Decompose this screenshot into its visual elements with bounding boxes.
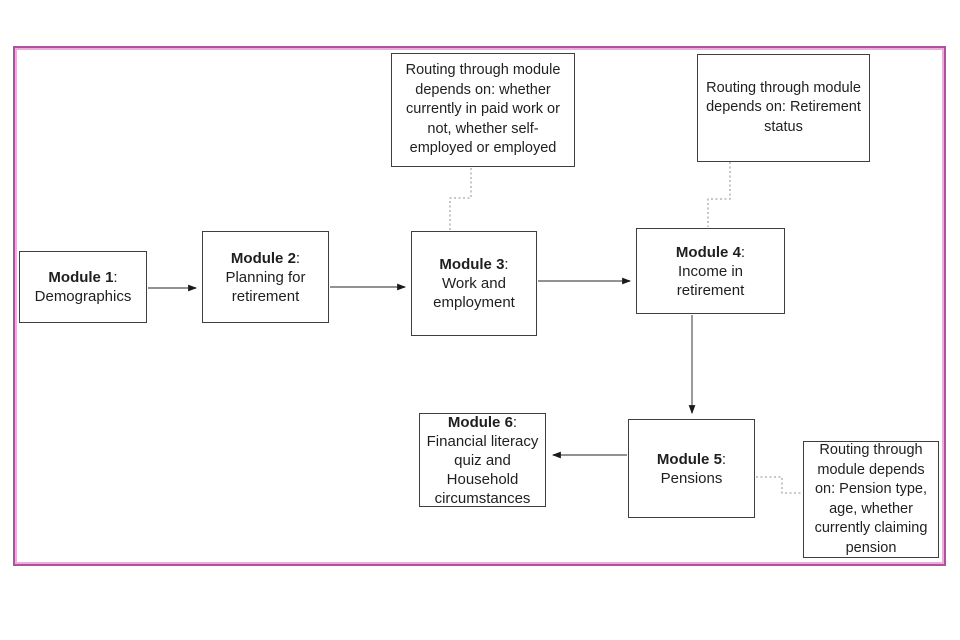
module-6-box: Module 6: Financial literacy quiz and Ho… xyxy=(419,413,546,507)
module-3-title: Module 3: xyxy=(439,255,508,274)
module-5-box: Module 5: Pensions xyxy=(628,419,755,518)
module-1-subtitle: Demographics xyxy=(34,288,132,305)
module-4-name: Module 4 xyxy=(675,243,741,261)
module-6-subtitle: Household xyxy=(446,470,519,488)
module-6-subtitle: Financial literacy xyxy=(426,432,539,450)
module-3-subtitle: Work and xyxy=(442,275,506,292)
routing-note-module-5-text: Routing through module depends on: Pensi… xyxy=(814,442,928,556)
routing-note-module-4: Routing through module depends on: Retir… xyxy=(697,54,870,162)
module-1-box: Module 1: Demographics xyxy=(19,251,147,323)
module-4-title: Module 4: xyxy=(676,243,745,262)
module-2-box: Module 2: Planning for retirement xyxy=(202,231,329,323)
module-5-name: Module 5 xyxy=(656,450,722,468)
routing-note-module-3-text: Routing through module depends on: wheth… xyxy=(405,62,561,157)
module-3-name: Module 3 xyxy=(439,256,505,273)
routing-note-module-4-text: Routing through module depends on: Retir… xyxy=(706,79,861,135)
routing-note-module-5: Routing through module depends on: Pensi… xyxy=(803,441,939,558)
module-5-colon: : xyxy=(721,450,727,468)
module-5-subtitle: Pensions xyxy=(660,469,723,487)
module-2-subtitle: Planning for xyxy=(225,268,306,286)
routing-note-module-3: Routing through module depends on: wheth… xyxy=(391,53,575,167)
module-3-box: Module 3: Work and employment xyxy=(411,231,537,336)
module-6-title: Module 6: xyxy=(448,413,517,432)
module-6-name: Module 6 xyxy=(447,413,513,431)
module-6-subtitle: circumstances xyxy=(434,489,531,507)
module-5-title: Module 5: xyxy=(657,450,726,469)
module-2-title: Module 2: xyxy=(231,249,300,268)
module-1-name: Module 1 xyxy=(48,269,114,286)
module-4-box: Module 4: Income in retirement xyxy=(636,228,785,314)
module-6-colon: : xyxy=(512,413,518,431)
module-4-subtitle: retirement xyxy=(676,281,745,299)
module-3-colon: : xyxy=(504,256,509,273)
module-3-subtitle: employment xyxy=(433,294,515,311)
module-2-subtitle: retirement xyxy=(231,287,300,305)
module-4-subtitle: Income in xyxy=(677,262,744,280)
module-1-title: Module 1: xyxy=(48,268,117,287)
module-2-name: Module 2 xyxy=(230,249,296,267)
module-6-subtitle: quiz and xyxy=(454,451,511,469)
module-1-colon: : xyxy=(113,269,118,286)
module-2-colon: : xyxy=(295,249,301,267)
module-4-colon: : xyxy=(740,243,746,261)
